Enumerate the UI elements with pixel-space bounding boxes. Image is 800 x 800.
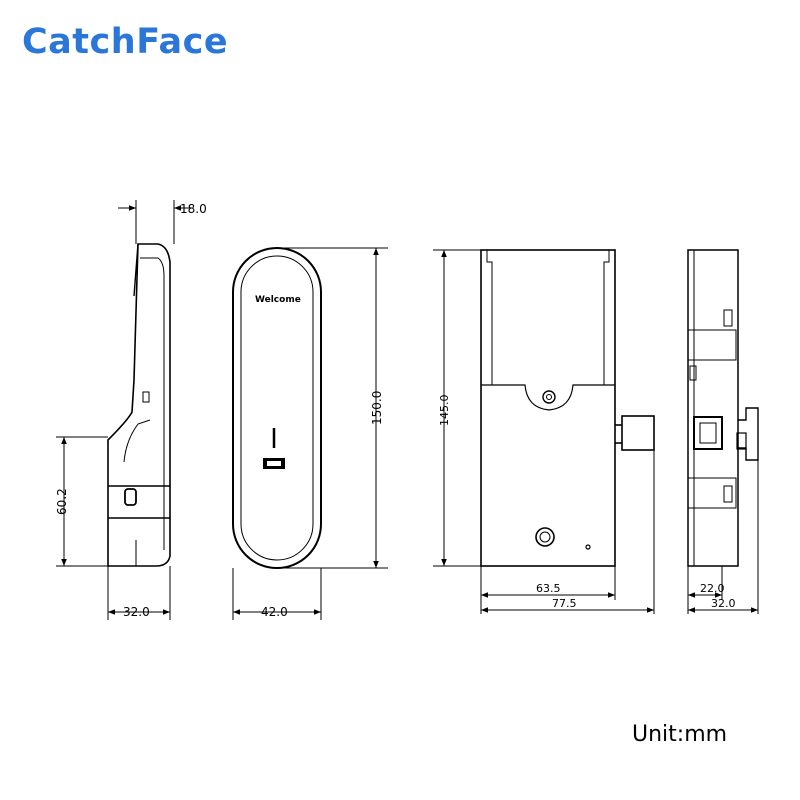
side-view-dimensions <box>56 200 192 620</box>
rear-view <box>480 249 655 567</box>
front-view-inner <box>240 255 314 561</box>
side-view-body <box>107 243 171 567</box>
dim-rear-inner-width: 63.5 <box>536 582 561 595</box>
dim-side-depth-top: 18.0 <box>180 202 207 216</box>
rear-led <box>585 544 591 550</box>
rear-view-body <box>480 249 616 567</box>
profile-latch <box>693 416 723 450</box>
dim-side-height: 60.2 <box>55 488 69 515</box>
profile-view-dimensions <box>687 460 759 614</box>
dim-rear-height: 145.0 <box>438 395 451 427</box>
brand-logo: CatchFace <box>22 22 229 62</box>
profile-view <box>687 249 759 567</box>
rear-view-dimensions <box>433 249 655 614</box>
dim-front-width: 42.0 <box>261 605 288 619</box>
side-view-slot <box>124 488 137 506</box>
unit-label: Unit:mm <box>632 722 728 747</box>
rear-screw-hole <box>542 390 556 404</box>
device-welcome-label: Welcome <box>255 295 301 305</box>
profile-view-body <box>687 249 739 567</box>
dim-front-height: 150.0 <box>370 391 384 425</box>
rear-key-hole <box>535 527 555 547</box>
dim-side-width: 32.0 <box>123 605 150 619</box>
rear-latch-bolt <box>621 415 655 451</box>
dim-rear-total-width: 77.5 <box>552 597 577 610</box>
front-view-dimensions <box>232 247 388 620</box>
dim-profile-inner-width: 22.0 <box>700 582 725 595</box>
dim-profile-total-width: 32.0 <box>711 597 736 610</box>
side-view <box>107 243 171 567</box>
profile-mount-bracket <box>738 407 759 461</box>
